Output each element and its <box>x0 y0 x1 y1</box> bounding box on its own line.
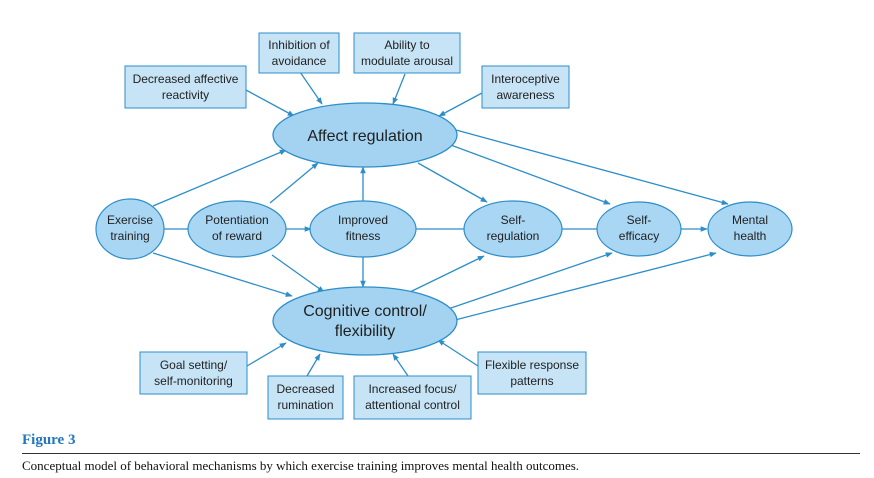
node-cognitive-line1: Cognitive control/ <box>303 303 427 320</box>
box-increased-focus-attentional-control: Increased focus/ attentional control <box>353 375 472 420</box>
node-fitness-line2: fitness <box>346 229 381 243</box>
node-improved-fitness: Improved fitness <box>309 200 417 258</box>
node-efficacy-line1: Self- <box>627 213 652 227</box>
node-affect-regulation: Affect regulation <box>272 102 458 168</box>
box-focus-line1: Increased focus/ <box>368 382 457 396</box>
node-potentiation-of-reward: Potentiation of reward <box>187 200 287 258</box>
edge-interoceptive-to-affect <box>438 92 483 117</box>
edge-flexible-to-cognitive <box>437 339 479 367</box>
box-flexible-response-patterns: Flexible response patterns <box>477 351 587 395</box>
box-flexible-line2: patterns <box>510 374 553 388</box>
edge-affect-to-mental <box>455 129 729 206</box>
node-exercise-training: Exercise training <box>95 198 165 260</box>
edge-cognitive-to-efficacy <box>447 252 613 310</box>
edge-focus-to-cognitive <box>392 353 409 377</box>
edge-exercise-to-affect <box>152 149 287 207</box>
box-goal-setting-line1: Goal setting/ <box>160 358 228 372</box>
node-mental-health: Mental health <box>707 201 793 257</box>
node-exercise-line2: training <box>110 229 149 243</box>
box-rumination-line2: rumination <box>277 398 333 412</box>
node-selfreg-line1: Self- <box>501 213 526 227</box>
edge-cognitive-to-mental <box>454 251 717 321</box>
node-reward-line2: of reward <box>212 229 262 243</box>
node-mental-line2: health <box>734 229 767 243</box>
node-self-efficacy: Self- efficacy <box>596 201 682 257</box>
box-rumination-line1: Decreased <box>276 382 334 396</box>
box-ability-to-modulate-arousal: Ability to modulate arousal <box>353 32 461 74</box>
node-mental-line1: Mental <box>732 213 768 227</box>
node-reward-line1: Potentiation <box>205 213 268 227</box>
box-interoceptive-line1: Interoceptive <box>491 72 560 86</box>
box-decreased-affective-line2: reactivity <box>162 88 209 102</box>
box-goal-setting-line2: self-monitoring <box>154 374 233 388</box>
box-inhibition-line1: Inhibition of <box>268 38 330 52</box>
figure-caption: Conceptual model of behavioral mechanism… <box>22 458 580 473</box>
box-decreased-affective-reactivity: Decreased affective reactivity <box>124 65 247 109</box>
node-affect-label: Affect regulation <box>307 128 422 145</box>
box-inhibition-line2: avoidance <box>272 54 327 68</box>
edge-affect-to-efficacy <box>447 143 611 205</box>
box-flexible-line1: Flexible response <box>485 358 579 372</box>
edge-inhibition-to-affect <box>299 71 323 105</box>
box-arousal-line2: modulate arousal <box>361 54 453 68</box>
node-self-regulation: Self- regulation <box>463 200 563 258</box>
edge-arousal-to-affect <box>392 73 406 105</box>
node-cognitive-line2: flexibility <box>335 323 395 340</box>
node-fitness-line1: Improved <box>338 213 388 227</box>
node-exercise-line1: Exercise <box>107 213 153 227</box>
box-goal-setting-self-monitoring: Goal setting/ self-monitoring <box>139 351 248 395</box>
edge-cognitive-to-selfreg <box>409 255 485 293</box>
node-cognitive-control-flexibility: Cognitive control/ flexibility <box>272 286 458 356</box>
box-decreased-affective-line1: Decreased affective <box>133 72 239 86</box>
node-efficacy-line2: efficacy <box>619 229 659 243</box>
box-arousal-line1: Ability to <box>384 38 430 52</box>
edge-reward-to-cognitive <box>271 254 325 293</box>
box-focus-line2: attentional control <box>365 398 460 412</box>
figure-title: Figure 3 <box>22 432 76 448</box>
box-decreased-rumination: Decreased rumination <box>267 375 344 420</box>
edge-affect-to-selfreg <box>417 162 488 203</box>
box-interoceptive-line2: awareness <box>496 88 554 102</box>
edge-decreased-affective-to-affect <box>245 89 295 117</box>
edges <box>152 71 729 377</box>
box-inhibition-of-avoidance: Inhibition of avoidance <box>258 32 340 74</box>
conceptual-model-diagram: Decreased affective reactivity Inhibitio… <box>95 32 793 420</box>
box-interoceptive-awareness: Interoceptive awareness <box>481 65 570 109</box>
node-selfreg-line2: regulation <box>487 229 540 243</box>
edge-goal-setting-to-cognitive <box>246 342 287 367</box>
edge-exercise-to-cognitive <box>152 252 293 297</box>
edge-rumination-to-cognitive <box>306 353 321 377</box>
edge-reward-to-affect <box>269 162 319 204</box>
caption-divider <box>22 453 860 454</box>
